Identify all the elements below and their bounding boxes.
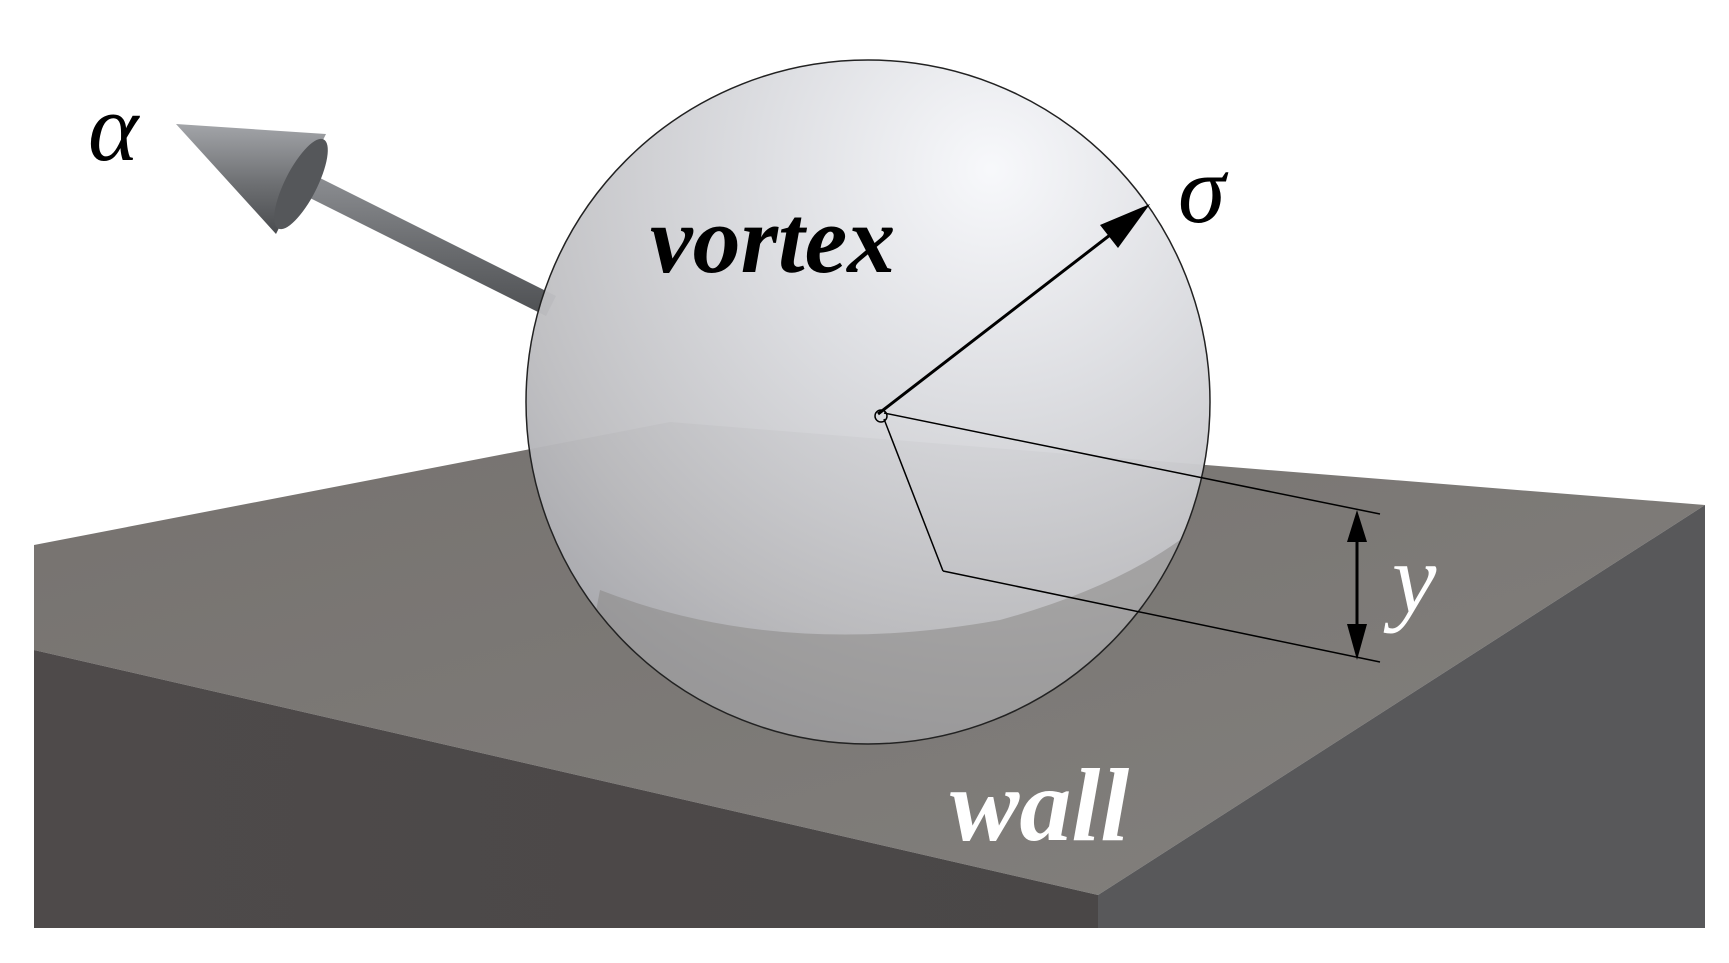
wall-front-face [34,650,1098,928]
sphere-body [526,60,1210,744]
arrow-rod [306,176,556,316]
center-to-upper-line [883,412,1381,515]
alpha-label: α [88,74,140,181]
wall-label: wall [950,748,1129,863]
radius-line [877,233,1111,416]
double-arrow-icon [1347,510,1367,660]
sigma-label: σ [1178,136,1229,243]
direction-arrow [176,124,556,316]
sphere-outline [525,59,1211,745]
center-to-foot-line [883,418,944,572]
wall-right-face [1098,505,1705,928]
geometry-lines [874,409,1381,663]
arrow-icon [1100,204,1150,248]
radius-arrow [877,204,1150,416]
y-label: y [1383,523,1437,634]
vortex-label: vortex [650,186,895,293]
center-point [874,409,888,423]
cone-base [274,138,328,230]
foot-to-lower-line [942,570,1381,663]
